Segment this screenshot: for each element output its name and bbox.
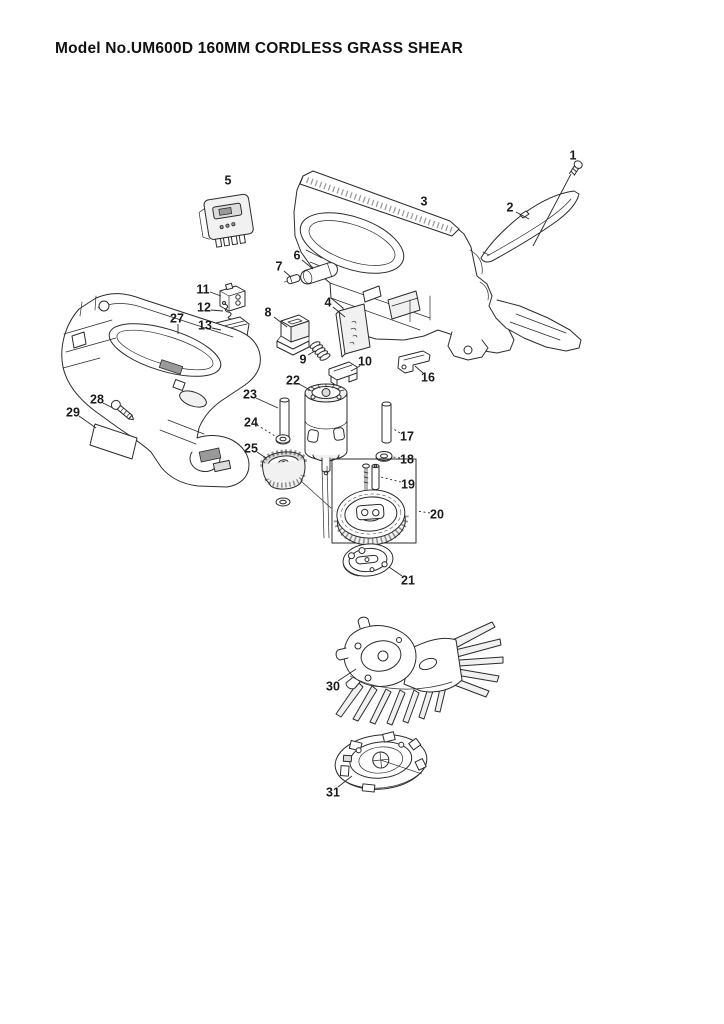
part-5-label: 5 <box>225 174 232 188</box>
part-25-bevel-gear-drawing <box>259 449 307 490</box>
part-8-leader-line <box>273 316 288 328</box>
part-31-label: 31 <box>326 786 340 800</box>
part-2-label: 2 <box>507 201 514 215</box>
part-4-leader-line <box>332 306 346 318</box>
part-16-lever-drawing <box>397 350 431 374</box>
part-23-pin-drawing <box>279 397 290 440</box>
part-1-leader-line <box>532 173 572 247</box>
part-8-switch-button-drawing <box>276 314 310 356</box>
part-24-leader-line <box>256 424 276 437</box>
part-17-leader-line <box>391 427 401 434</box>
part-21-cam-plate-drawing <box>342 543 394 577</box>
page-title: Model No.UM600D 160MM CORDLESS GRASS SHE… <box>55 40 464 57</box>
part-31-leader-line <box>337 775 353 788</box>
part-12-label: 12 <box>197 301 211 315</box>
part-22-label: 22 <box>286 374 300 388</box>
part-7-pin-drawing <box>284 274 301 285</box>
part-25-leader-line <box>256 451 267 459</box>
part-11-label: 11 <box>196 283 209 297</box>
part-23-leader-line <box>255 397 279 409</box>
part-16-label: 16 <box>421 371 435 385</box>
part-6-leader-line <box>301 259 314 270</box>
part-10-leader-line <box>350 365 361 372</box>
part-9-leader-line <box>307 350 316 356</box>
part-18-label: 18 <box>400 453 414 467</box>
part-5-switch-panel-drawing <box>198 193 254 248</box>
part-7-leader-line <box>283 270 292 278</box>
part-8-label: 8 <box>265 306 272 320</box>
part-4-label: 4 <box>325 296 332 310</box>
part-11-switch-drawing <box>219 282 246 312</box>
part-2-battery-cover-drawing <box>480 190 580 263</box>
part-24-label: 24 <box>244 416 258 430</box>
part-7-label: 7 <box>276 260 283 274</box>
part-6-label: 6 <box>294 249 301 263</box>
part-12-spring-drawing <box>222 301 232 320</box>
part-27-label: 27 <box>170 312 184 326</box>
part-25-label: 25 <box>244 442 258 456</box>
part-4-label-plate-drawing <box>335 303 371 358</box>
part-2-leader-line <box>515 211 530 220</box>
part-24-washer-drawing <box>275 434 291 445</box>
part-29-leader-line <box>78 415 97 429</box>
part-6-slide-button-drawing <box>300 262 338 285</box>
part-27-lower-housing-drawing <box>61 293 261 488</box>
part-3-label: 3 <box>421 195 428 209</box>
part-28-label: 28 <box>90 393 104 407</box>
part-21-leader-line <box>388 566 403 577</box>
part-20-gear-assembly-drawing <box>331 458 417 546</box>
part-11-leader-line <box>209 291 222 297</box>
part-20-label: 20 <box>430 508 444 522</box>
part-30-shear-blade-drawing <box>335 616 504 726</box>
part-17-pin-drawing <box>381 401 392 444</box>
part-16-leader-line <box>414 365 424 374</box>
part-18-washer-drawing <box>375 451 393 462</box>
part-22-leader-line <box>298 383 311 391</box>
part-30-label: 30 <box>326 680 340 694</box>
part-22-motor-drawing <box>300 383 348 539</box>
part-23-label: 23 <box>243 388 257 402</box>
part-19-leader-line <box>380 476 402 483</box>
part-13-leader-line <box>211 327 222 331</box>
part-17-label: 17 <box>400 430 414 444</box>
part-19-label: 19 <box>401 478 415 492</box>
part-10-label: 10 <box>358 355 372 369</box>
part-10-holder-clip-drawing <box>328 361 358 387</box>
part-30-leader-line <box>337 668 357 682</box>
part-1-screw-drawing <box>569 160 583 176</box>
part-28-leader-line <box>102 402 114 409</box>
part-21-label: 21 <box>401 574 415 588</box>
part-12-leader-line <box>210 309 224 312</box>
part-20-leader-line <box>416 510 431 514</box>
part-29-name-plate-drawing <box>89 423 138 460</box>
part-28-screw-drawing <box>110 399 134 421</box>
part-13-label: 13 <box>198 319 212 333</box>
part-29-label: 29 <box>66 406 80 420</box>
part-9-spring-drawing <box>309 341 331 361</box>
part-9-label: 9 <box>300 353 307 367</box>
part-1-label: 1 <box>570 149 577 163</box>
part-18-leader-line <box>392 456 401 459</box>
part-25-washer-ring-drawing <box>275 497 291 507</box>
part-31-blade-cover-drawing <box>334 731 428 793</box>
